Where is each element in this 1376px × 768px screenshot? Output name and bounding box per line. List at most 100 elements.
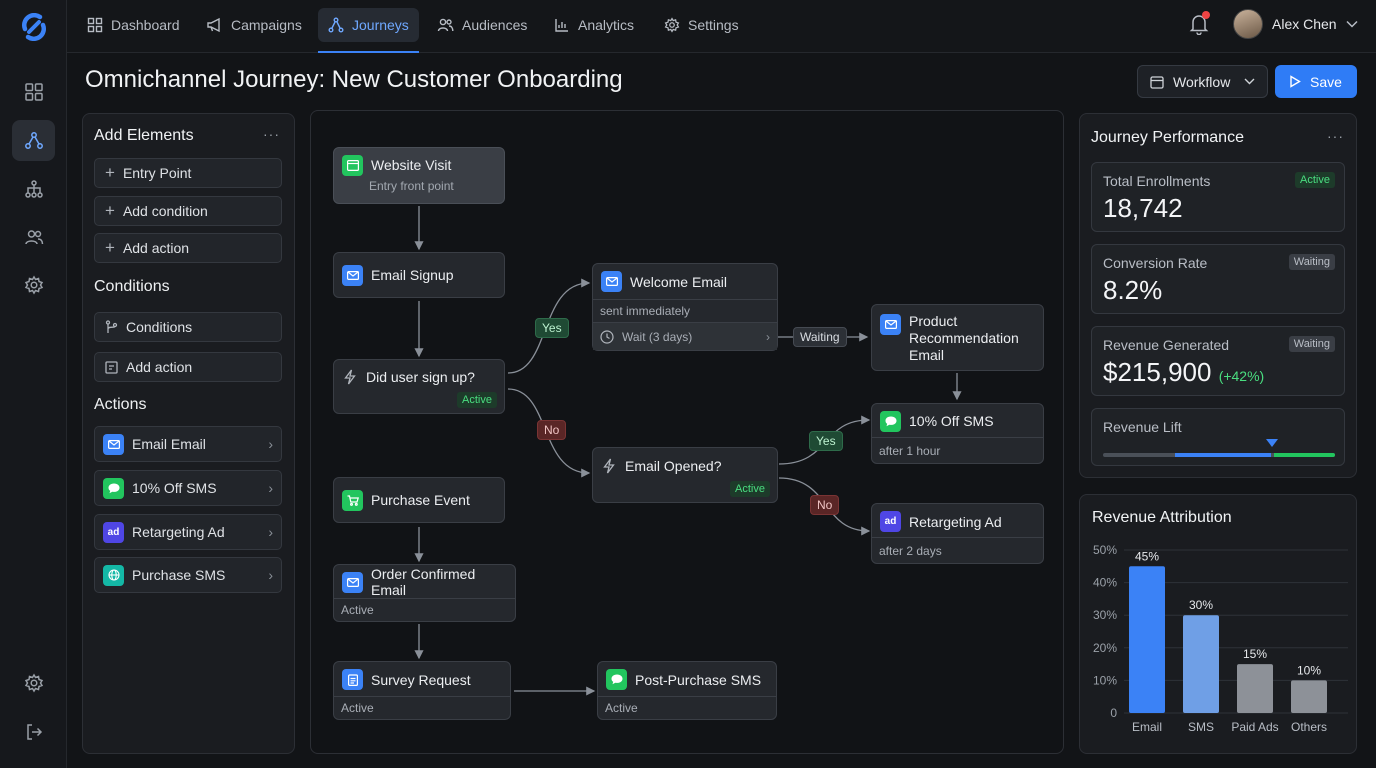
nav-settings[interactable]: Settings [654, 8, 749, 42]
data-label: 45% [1135, 549, 1159, 563]
chevron-right-icon: › [268, 480, 273, 496]
node-header: Product Recommendation Email [872, 305, 1043, 372]
browser-icon [342, 154, 363, 176]
node-survey-request[interactable]: Survey Request Active [333, 661, 511, 720]
action-label: 10% Off SMS [132, 480, 217, 496]
rail-dashboard-icon[interactable] [12, 71, 55, 112]
node-welcome-email[interactable]: Welcome Email sent immediately Wait (3 d… [592, 263, 778, 351]
node-header: Email Signup [334, 253, 504, 297]
branch-no-label: No [810, 495, 840, 515]
add-action-button-2[interactable]: Add action [94, 352, 282, 382]
page-title: Omnichannel Journey: New Customer Onboar… [85, 66, 623, 93]
x-tick-label: Email [1132, 720, 1162, 734]
entry-point-button[interactable]: + Entry Point [94, 158, 282, 188]
node-email-opened[interactable]: Email Opened? Active [592, 447, 778, 503]
add-action-button[interactable]: + Add action [94, 233, 282, 263]
notification-dot [1202, 11, 1210, 19]
save-button[interactable]: Save [1275, 65, 1357, 98]
add-condition-button[interactable]: + Add condition [94, 196, 282, 226]
rail-audiences-icon[interactable] [12, 216, 55, 257]
node-title: Website Visit [371, 157, 452, 173]
node-title: Did user sign up? [366, 369, 475, 385]
email-icon [103, 433, 124, 455]
node-footer: Active [334, 696, 510, 719]
node-footer: Active [334, 598, 515, 621]
rail-settings-icon[interactable] [12, 264, 55, 305]
globe-icon [103, 564, 124, 586]
node-post-purchase-sms[interactable]: Post-Purchase SMS Active [597, 661, 777, 720]
nav-label: Dashboard [111, 17, 180, 33]
node-subtitle: Entry front point [369, 179, 454, 193]
view-select[interactable]: Workflow [1137, 65, 1268, 98]
logout-icon[interactable] [12, 711, 55, 752]
more-options-icon[interactable]: ··· [263, 126, 280, 142]
megaphone-icon [207, 17, 220, 33]
action-email[interactable]: Email Email › [94, 426, 282, 462]
email-icon [342, 264, 363, 286]
kpi-value-amount: $215,900 [1103, 357, 1212, 387]
status-badge: Active [1295, 172, 1335, 188]
node-purchase-event[interactable]: Purchase Event [333, 477, 505, 523]
node-email-signup[interactable]: Email Signup [333, 252, 505, 298]
nav-dashboard[interactable]: Dashboard [77, 8, 190, 42]
clock-icon [600, 329, 614, 344]
button-label: Add condition [122, 203, 208, 219]
kpi-total-enrollments: Total Enrollments Active 18,742 [1091, 162, 1345, 232]
node-footer: after 1 hour [872, 437, 1043, 463]
node-header: Survey Request [334, 662, 510, 697]
nav-campaigns[interactable]: Campaigns [196, 8, 312, 42]
x-tick-label: SMS [1188, 720, 1214, 734]
add-elements-panel: Add Elements ··· + Entry Point + Add con… [82, 113, 295, 754]
node-footer: Active [598, 696, 776, 719]
app-logo-icon[interactable] [20, 13, 48, 41]
x-tick-label: Others [1291, 720, 1327, 734]
y-tick-label: 30% [1093, 608, 1117, 622]
branch-yes-label: Yes [809, 431, 843, 451]
node-order-confirmed-email[interactable]: Order Confirmed Email Active [333, 564, 516, 622]
user-menu[interactable]: Alex Chen [1233, 9, 1358, 39]
plus-icon: + [105, 201, 115, 220]
node-website-visit[interactable]: Website Visit Entry front point [333, 147, 505, 204]
left-rail [0, 0, 67, 768]
clipboard-icon [342, 669, 363, 690]
node-title: Order Confirmed Email [371, 566, 476, 598]
kpi-label: Total Enrollments [1103, 173, 1211, 189]
nav-analytics[interactable]: Analytics [544, 8, 644, 42]
rail-flow-icon[interactable] [12, 168, 55, 209]
chevron-right-icon: › [268, 524, 273, 540]
kpi-revenue-generated: Revenue Generated Waiting $215,900 (+42%… [1091, 326, 1345, 396]
nav-label: Settings [688, 17, 739, 33]
rail-preferences-icon[interactable] [12, 662, 55, 703]
action-retargeting-ad[interactable]: ad Retargeting Ad › [94, 514, 282, 550]
more-options-icon[interactable]: ··· [1327, 128, 1344, 144]
button-label: Entry Point [122, 165, 192, 181]
conditions-heading: Conditions [94, 278, 170, 295]
rail-journeys-icon[interactable] [12, 120, 55, 161]
panel-title: Journey Performance [1091, 129, 1244, 146]
play-icon [1290, 75, 1301, 88]
ad-icon: ad [103, 521, 124, 543]
notifications-button[interactable] [1189, 11, 1210, 35]
action-sms[interactable]: 10% Off SMS › [94, 470, 282, 506]
node-title: Email Opened? [625, 458, 722, 474]
nav-journeys[interactable]: Journeys [318, 8, 419, 53]
kpi-value: 8.2% [1103, 275, 1163, 305]
actions-heading: Actions [94, 396, 147, 413]
kpi-revenue-lift: Revenue Lift [1091, 408, 1345, 466]
email-icon [880, 314, 901, 335]
nav-audiences[interactable]: Audiences [427, 8, 537, 42]
node-title: Product Recommendation Email [909, 313, 1019, 363]
conditions-button[interactable]: Conditions [94, 312, 282, 342]
wait-step[interactable]: Wait (3 days) › [593, 322, 777, 350]
node-product-recommendation-email[interactable]: Product Recommendation Email [871, 304, 1044, 371]
waiting-label: Waiting [793, 327, 847, 347]
email-icon [601, 271, 622, 292]
node-subtitle: sent immediately [593, 299, 777, 323]
bell-icon [1189, 15, 1209, 35]
node-sms-offer[interactable]: 10% Off SMS after 1 hour [871, 403, 1044, 464]
node-retargeting-ad[interactable]: ad Retargeting Ad after 2 days [871, 503, 1044, 564]
top-bar: Dashboard Campaigns Journeys Audiences A… [67, 0, 1376, 53]
action-purchase-sms[interactable]: Purchase SMS › [94, 557, 282, 593]
journey-canvas[interactable]: Website Visit Entry front point Email Si… [310, 110, 1064, 754]
node-did-user-sign-up[interactable]: Did user sign up? Active [333, 359, 505, 414]
